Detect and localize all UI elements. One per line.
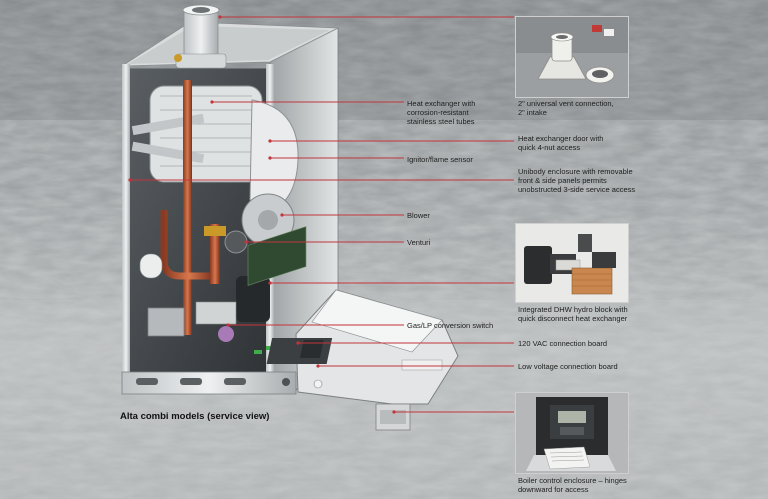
photo-vent-connection [515,16,629,98]
callout-gas-switch: Gas/LP conversion switch [407,321,493,330]
diagram-caption: Alta combi models (service view) [120,411,269,422]
callout-blower: Blower [407,211,430,220]
heat-exchanger [150,86,262,182]
callout-enclosure: Unibody enclosure with removable front &… [518,167,635,194]
callout-dhw-hydro-block: Integrated DHW hydro block with quick di… [518,305,628,323]
photo-control-enclosure [515,392,629,474]
callout-ignitor: Ignitor/flame sensor [407,155,473,164]
callout-hx-door: Heat exchanger door with quick 4-nut acc… [518,134,603,152]
callout-control-enclosure: Boiler control enclosure – hinges downwa… [518,476,627,494]
callout-vent-connection: 2" universal vent connection, 2" intake [518,99,614,117]
venturi [225,231,247,253]
copper-pipe [183,80,192,335]
photo-dhw-hydro-block [515,223,629,303]
gas-valve [148,308,184,336]
callout-heat-exchanger: Heat exchanger with corrosion-resistant … [407,99,475,126]
callout-venturi: Venturi [407,238,430,247]
callout-120vac-board: 120 VAC connection board [518,339,607,348]
callout-low-voltage-board: Low voltage connection board [518,362,618,371]
